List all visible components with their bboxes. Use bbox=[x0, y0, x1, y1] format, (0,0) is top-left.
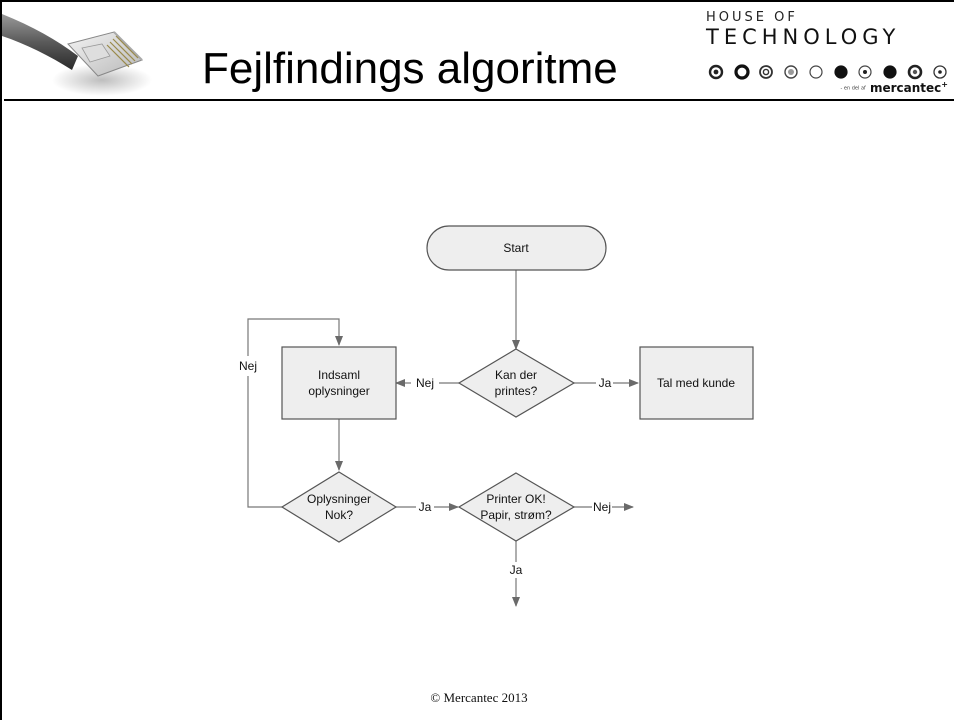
title-divider bbox=[4, 99, 954, 101]
start-node bbox=[426, 225, 607, 271]
decision-enough-info-line-1: Oplysninger bbox=[307, 492, 371, 506]
edge-label-printer-no: Nej bbox=[593, 500, 611, 514]
edge-label-enough-yes: Ja bbox=[419, 500, 432, 514]
logo-line-1: HOUSE OF bbox=[706, 10, 798, 25]
slide-footer: © Mercantec 2013 bbox=[430, 690, 528, 705]
start-node-label: Start bbox=[503, 241, 529, 255]
decision-printer-ok bbox=[457, 472, 576, 542]
edge-enough-no-a bbox=[247, 376, 282, 508]
house-of-technology-logo: HOUSE OF TECHNOLOGY - en del af mercante… bbox=[706, 6, 954, 98]
edge-label-printer-yes: Ja bbox=[510, 563, 523, 577]
edge-label-print-yes: Ja bbox=[599, 376, 612, 390]
decision-printer-ok-line-2: Papir, strøm? bbox=[480, 508, 552, 522]
logo-line-2: TECHNOLOGY bbox=[706, 25, 901, 49]
logo-sub-mark: + bbox=[941, 80, 948, 89]
decision-printer-ok-line-1: Printer OK! bbox=[486, 492, 545, 506]
process-talk-customer bbox=[639, 346, 754, 420]
process-collect-info-line-2: oplysninger bbox=[308, 384, 369, 398]
edge-label-enough-no: Nej bbox=[239, 359, 257, 373]
logo-sub-brand: mercantec bbox=[869, 81, 942, 95]
process-talk-customer-label: Tal med kunde bbox=[657, 376, 735, 390]
decision-can-print-line-1: Kan der bbox=[495, 368, 537, 382]
process-collect-info bbox=[281, 346, 397, 420]
decision-enough-info bbox=[280, 471, 398, 543]
edge-enough-no-b bbox=[247, 318, 343, 356]
logo-dots-icon bbox=[708, 64, 947, 80]
decision-can-print bbox=[457, 348, 576, 418]
network-cable-icon bbox=[2, 14, 152, 96]
decision-can-print-line-2: printes? bbox=[495, 384, 538, 398]
edge-label-print-no: Nej bbox=[416, 376, 434, 390]
decision-enough-info-line-2: Nok? bbox=[325, 508, 353, 522]
logo-subline: - en del af mercantec+ bbox=[841, 80, 948, 95]
slide-title: Fejlfindings algoritme bbox=[202, 44, 618, 93]
logo-sub-prefix: - en del af bbox=[840, 85, 866, 92]
process-collect-info-line-1: Indsaml bbox=[318, 368, 360, 382]
